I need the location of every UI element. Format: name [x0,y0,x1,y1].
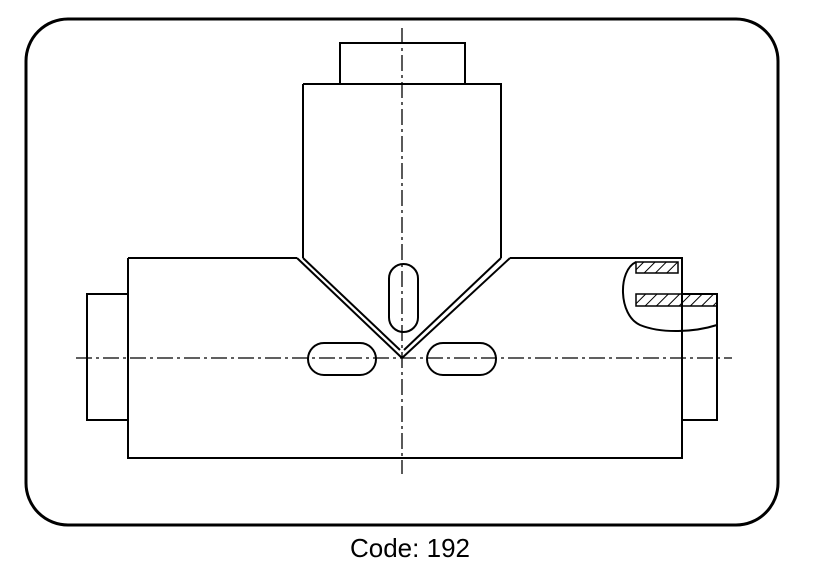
slot-vertical [388,263,419,333]
weld-chamfer-right-inner [403,257,502,351]
weld-chamfer-right [401,257,511,359]
weld-chamfer-left-inner [302,257,401,351]
weld-chamfer-left [296,257,403,359]
code-value: 192 [426,533,470,563]
slot-right [426,342,497,376]
section-break-line [622,261,718,333]
section-hatch-bottom [635,293,718,307]
drawing-frame [24,17,780,527]
vertical-branch [302,83,502,258]
code-caption: Code: 192 [0,533,820,564]
slot-left [307,342,377,376]
code-label: Code: [349,533,420,563]
section-hatch-top [635,261,679,274]
right-end-cap [682,293,718,421]
left-end-cap [86,293,129,421]
technical-drawing [24,17,780,527]
